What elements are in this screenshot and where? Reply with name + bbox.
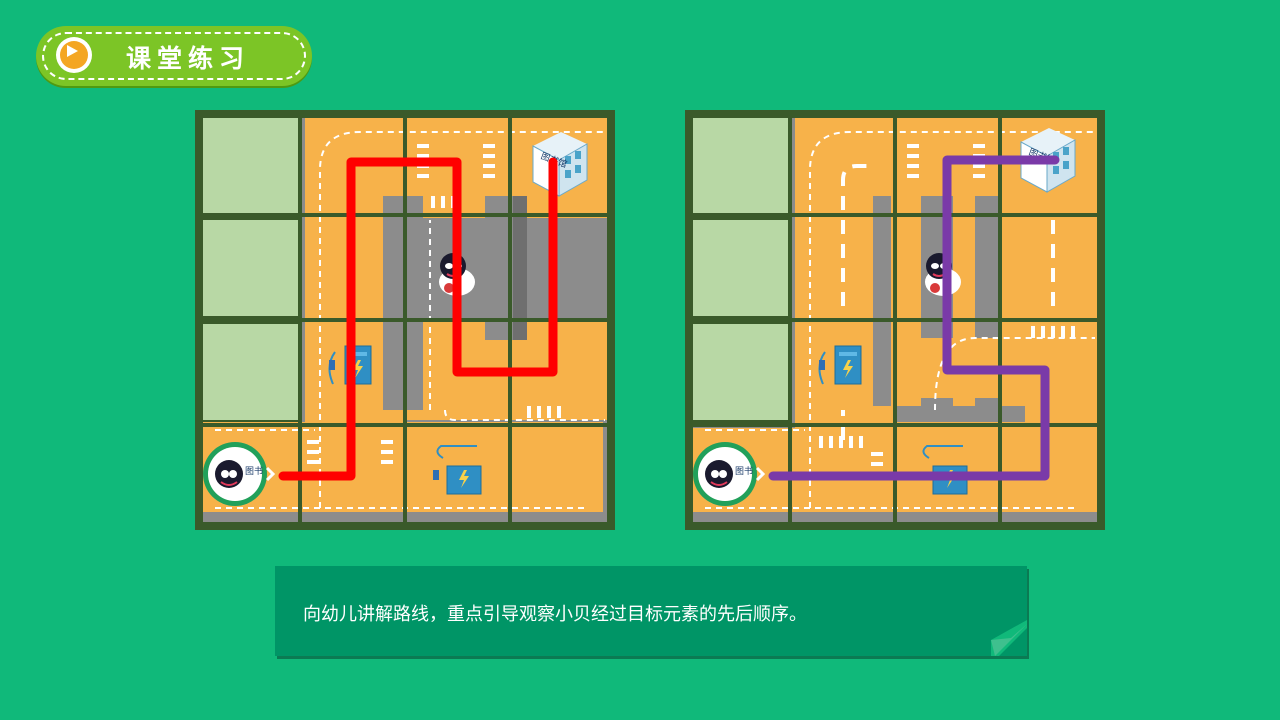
teacher-note-box: 向幼儿讲解路线，重点引导观察小贝经过目标元素的先后顺序。 [275, 566, 1027, 656]
note-fold-corner [991, 620, 1027, 656]
grass-tile [693, 324, 789, 420]
route-map-right: 图书馆 图书 [685, 110, 1105, 530]
start-station-icon [203, 442, 276, 506]
grass-tile [203, 118, 299, 214]
grass-tile [693, 220, 789, 316]
route-path-purple [768, 155, 1060, 481]
library-building-icon [1020, 128, 1076, 193]
start-station-icon [693, 442, 766, 506]
start-sign: 图书 [735, 466, 753, 477]
badge-dashed-border [42, 32, 306, 80]
grass-tile [203, 324, 299, 420]
charging-station-icon [433, 445, 482, 495]
teacher-note-text: 向幼儿讲解路线，重点引导观察小贝经过目标元素的先后顺序。 [303, 604, 807, 625]
play-icon[interactable] [56, 37, 92, 73]
charging-station-icon [818, 345, 862, 385]
route-map-left: 图书馆 [195, 110, 615, 530]
route-path-red [278, 157, 558, 481]
grass-tile [693, 118, 789, 214]
section-badge: 课堂练习 [36, 26, 312, 86]
grass-tile [203, 220, 299, 316]
section-title: 课堂练习 [126, 44, 251, 73]
start-sign: 图书 [245, 466, 263, 477]
